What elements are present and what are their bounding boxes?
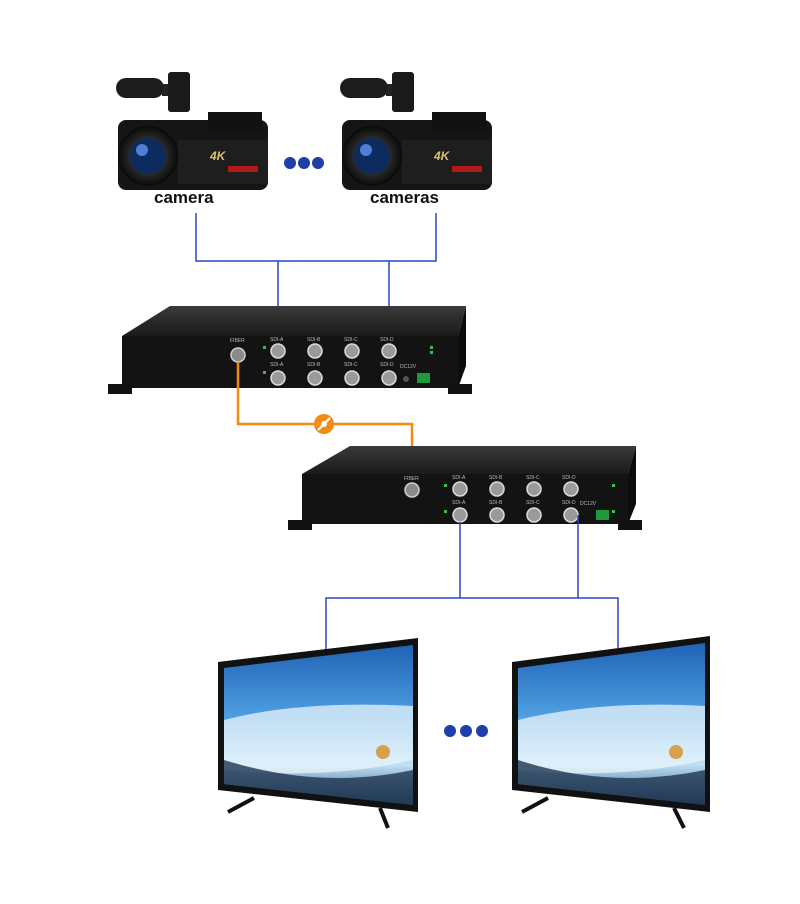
tv-icon [218,638,418,829]
svg-text:SDI-B: SDI-B [489,500,503,506]
camera-right-label: cameras [370,188,440,207]
svg-text:SDI-C: SDI-C [526,500,540,506]
svg-text:SDI-C: SDI-C [526,475,540,481]
transmitter-device: FIBER SDI-A SDI-B SDI-C SDI-D SDI-A SDI-… [108,306,472,394]
svg-text:SDI-A: SDI-A [270,337,284,343]
tv-icon [512,636,710,829]
signal-lines-bottom [325,515,619,652]
svg-text:SDI-B: SDI-B [489,475,503,481]
fiber-link-icon [314,414,334,434]
svg-text:SDI-D: SDI-D [562,500,576,506]
svg-text:SDI-D: SDI-D [562,475,576,481]
svg-text:SDI-B: SDI-B [307,337,321,343]
svg-text:DC12V: DC12V [400,364,417,370]
video-camera-icon: 4K [116,72,268,190]
svg-text:SDI-A: SDI-A [452,500,466,506]
svg-text:DC12V: DC12V [580,501,597,507]
ellipsis-icon [444,725,488,737]
svg-text:SDI-D: SDI-D [380,362,394,368]
svg-text:4K: 4K [209,149,227,163]
svg-text:SDI-C: SDI-C [344,362,358,368]
svg-text:SDI-A: SDI-A [452,475,466,481]
svg-text:4K: 4K [433,149,451,163]
svg-text:SDI-A: SDI-A [270,362,284,368]
video-camera-icon: 4K [340,72,492,190]
svg-text:FIBER: FIBER [230,338,245,344]
svg-text:SDI-C: SDI-C [344,337,358,343]
svg-text:SDI-B: SDI-B [307,362,321,368]
svg-text:SDI-D: SDI-D [380,337,394,343]
ellipsis-icon [284,157,324,169]
receiver-device: FIBER SDI-A SDI-B SDI-C SDI-D SDI-A SDI-… [288,446,642,530]
svg-text:FIBER: FIBER [404,476,419,482]
camera-left-label: camera [154,188,214,207]
